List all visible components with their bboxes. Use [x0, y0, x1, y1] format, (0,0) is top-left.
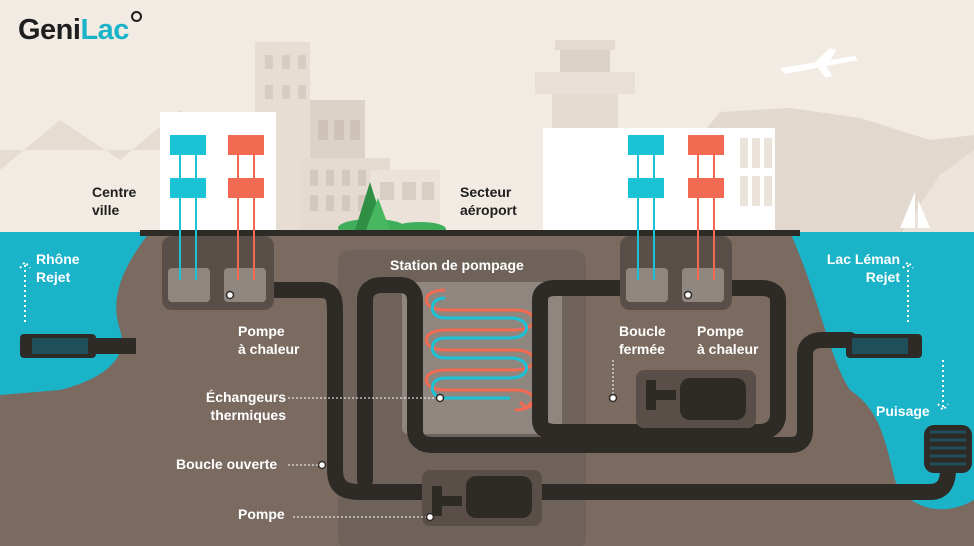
left-building	[160, 112, 276, 234]
label-secteur-line1: Secteur	[460, 184, 512, 200]
label-echangeurs: Échangeurs thermiques	[190, 388, 286, 424]
label-centre-ville: Centre ville	[92, 183, 136, 219]
logo-ring-icon	[130, 11, 142, 22]
heat-exchanger-coil	[424, 288, 536, 412]
flow-arrows	[19, 260, 949, 412]
logo-part1: Geni	[18, 14, 81, 46]
rhone-diffuser	[20, 334, 136, 358]
closed-loop-pump	[636, 370, 756, 428]
leader-lines	[288, 360, 614, 518]
label-secteur-line2: aéroport	[460, 202, 517, 218]
label-boucle-fermee-line1: Boucle	[619, 323, 666, 339]
main-pump	[422, 470, 542, 526]
label-secteur-aeroport: Secteur aéroport	[460, 183, 517, 219]
label-lac-line2: Rejet	[865, 269, 900, 285]
leader-dots	[317, 393, 618, 522]
building-heat-loops	[170, 135, 724, 280]
lake-diffuser	[846, 334, 922, 358]
label-pac-right-line1: Pompe	[697, 323, 744, 339]
pac-right-dot	[683, 290, 693, 300]
label-boucle-ouverte: Boucle ouverte	[176, 456, 278, 472]
logo-part2: Lac	[80, 14, 129, 46]
pac-left-dot	[225, 290, 235, 300]
label-pac-left-line1: Pompe	[238, 323, 285, 339]
label-boucle-fermee-line2: fermée	[619, 341, 665, 357]
label-rhone-line1: Rhône	[36, 251, 80, 267]
intake-strainer	[924, 425, 972, 473]
label-pac-left: Pompe à chaleur	[238, 322, 299, 358]
label-rhone-line2: Rejet	[36, 269, 71, 285]
airplane-icon	[780, 48, 858, 78]
label-pac-right-line2: à chaleur	[697, 341, 759, 357]
ground-surface	[140, 230, 800, 236]
right-building-windows	[740, 138, 772, 206]
genilac-logo: GeniLac	[18, 11, 142, 47]
label-pac-right: Pompe à chaleur	[697, 322, 758, 358]
label-boucle-fermee: Boucle fermée	[619, 322, 666, 358]
label-pompe: Pompe	[238, 506, 285, 522]
label-puisage: Puisage	[876, 403, 930, 419]
label-echangeurs-line1: Échangeurs	[205, 389, 286, 405]
label-centre-ville-line2: ville	[92, 202, 120, 218]
label-pac-left-line2: à chaleur	[238, 341, 300, 357]
label-rhone: Rhône Rejet	[36, 250, 80, 286]
label-centre-ville-line1: Centre	[92, 184, 137, 200]
label-echangeurs-line2: thermiques	[210, 407, 286, 423]
label-lac-line1: Lac Léman	[826, 251, 900, 267]
label-lac-leman: Lac Léman Rejet	[808, 250, 900, 286]
label-station: Station de pompage	[390, 257, 524, 273]
sailboat-icon	[900, 192, 930, 228]
